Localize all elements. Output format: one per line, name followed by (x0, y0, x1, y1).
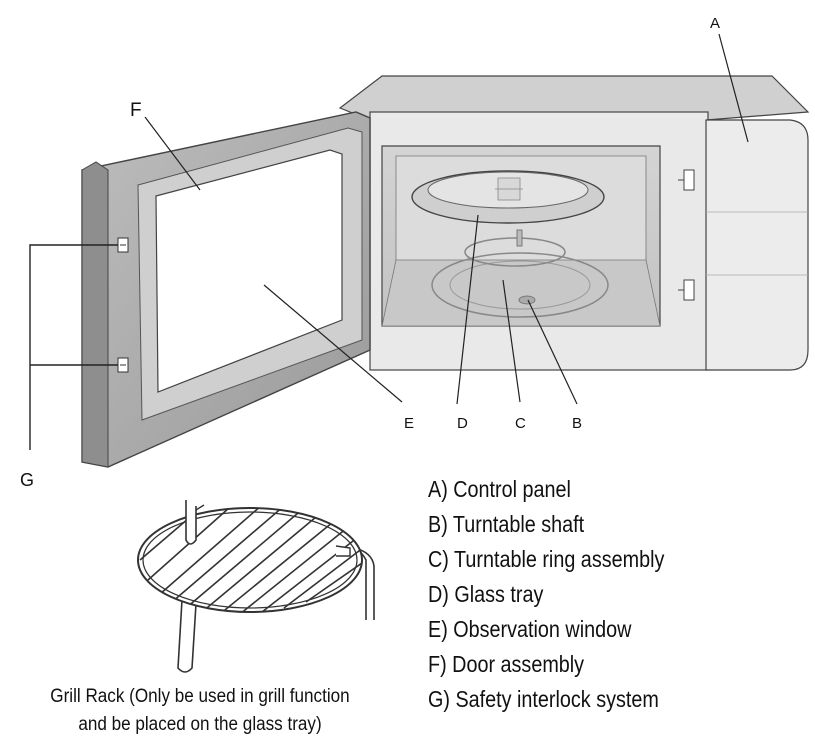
legend-item-turntable-shaft: B) Turntable shaft (428, 511, 585, 537)
caption-line-2: and be placed on the glass tray) (78, 714, 322, 735)
grill-rack (137, 500, 375, 673)
callout-e: E (404, 415, 414, 432)
safety-interlock (29, 237, 129, 450)
turntable-shaft (516, 229, 536, 305)
leader-lines (144, 33, 749, 405)
control-panel (705, 119, 809, 371)
legend-item-safety-interlock: G) Safety interlock system (428, 686, 659, 712)
turntable-ring (431, 237, 609, 318)
callout-a: A (710, 15, 720, 32)
callout-f: F (130, 100, 142, 121)
observation-window (155, 149, 343, 393)
glass-tray (411, 170, 605, 224)
parts-legend: A) Control panel B) Turntable shaft C) T… (428, 472, 664, 717)
legend-item-control-panel: A) Control panel (428, 476, 571, 502)
callout-b: B (572, 415, 582, 432)
grill-rack-caption: Grill Rack (Only be used in grill functi… (20, 683, 380, 739)
legend-item-observation-window: E) Observation window (428, 616, 632, 642)
callout-c: C (515, 415, 526, 432)
callout-d: D (457, 415, 468, 432)
legend-item-door-assembly: F) Door assembly (428, 651, 585, 677)
callout-g: G (20, 470, 34, 490)
caption-line-1: Grill Rack (Only be used in grill functi… (50, 686, 350, 707)
legend-item-turntable-ring: C) Turntable ring assembly (428, 546, 665, 572)
legend-item-glass-tray: D) Glass tray (428, 581, 544, 607)
